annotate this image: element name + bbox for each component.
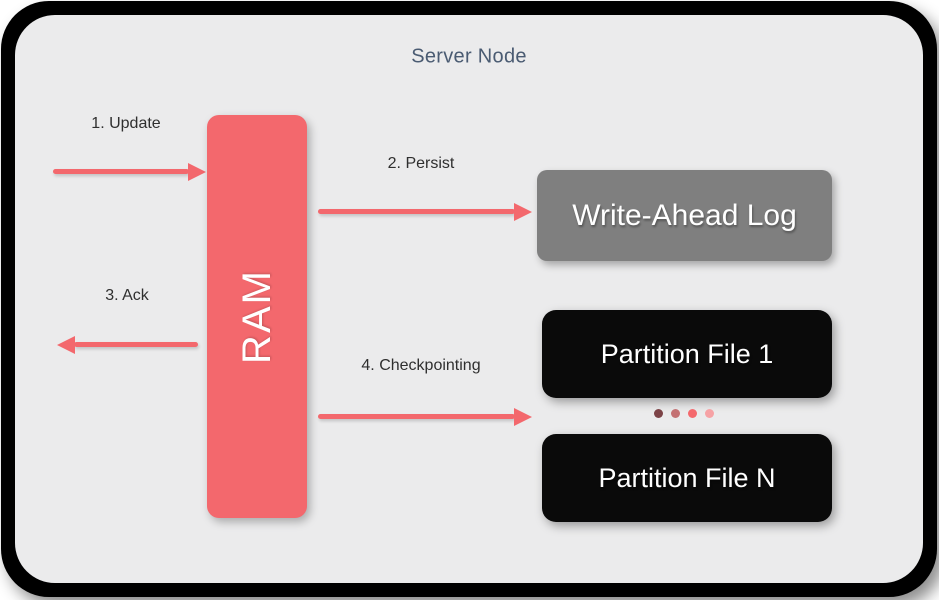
flow-label-update: 1. Update [91,115,161,132]
flow-label-persist: 2. Persist [387,155,455,172]
ellipsis-dot-icon [654,409,663,418]
ellipsis-dot-icon [671,409,680,418]
ram-node: RAM [207,115,307,518]
page-title: Server Node [411,45,527,68]
arrow-shaft [318,414,515,419]
arrow-shaft [318,209,515,214]
ellipsis-dot-icon [688,409,697,418]
ack-arrow-icon [57,336,198,354]
flow-label-checkpointing: 4. Checkpointing [361,357,481,374]
partition-file-1-node: Partition File 1 [542,310,832,398]
arrow-shaft [74,342,198,347]
ellipsis-dot-icon [705,409,714,418]
arrow-head-icon [57,336,75,354]
update-arrow-icon [53,163,206,181]
arrow-shaft [53,169,189,174]
arrow-head-icon [514,203,532,221]
checkpointing-arrow-icon [318,408,532,426]
server-node-panel: Server Node 1. Update 2. Persist 3. Ack … [15,15,923,583]
write-ahead-log-node: Write-Ahead Log [537,170,832,261]
arrow-head-icon [188,163,206,181]
ellipsis-dots-icon [654,409,714,418]
persist-arrow-icon [318,203,532,221]
arrow-head-icon [514,408,532,426]
ram-label: RAM [234,269,279,364]
partition-file-n-node: Partition File N [542,434,832,522]
flow-label-ack: 3. Ack [105,287,149,304]
